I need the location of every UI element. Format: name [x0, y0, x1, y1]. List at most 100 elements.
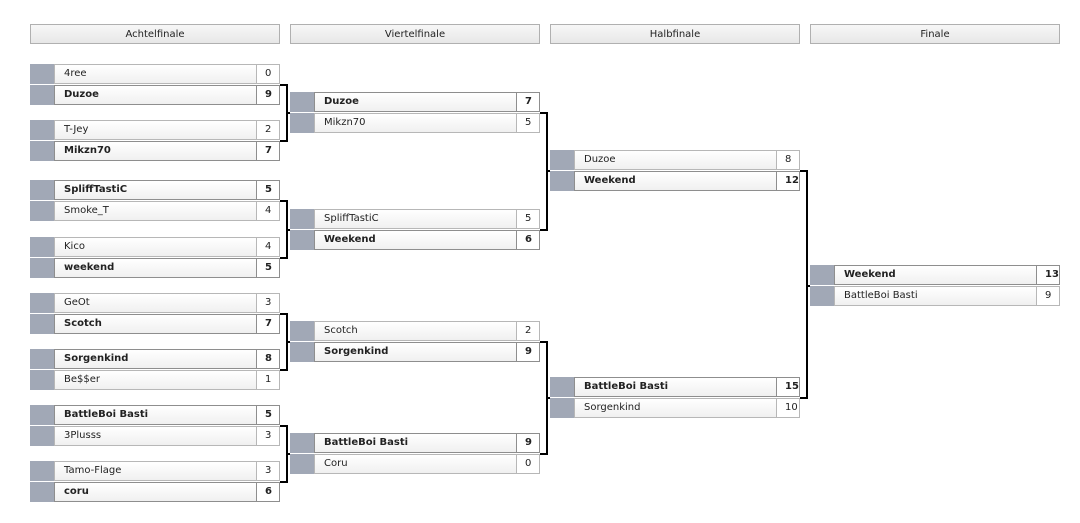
team-score: 5: [516, 113, 540, 133]
team-name: Duzoe: [574, 150, 776, 170]
bracket-connector: [280, 481, 288, 483]
team-score: 1: [256, 370, 280, 390]
team-score: 7: [516, 92, 540, 112]
team-score: 5: [516, 209, 540, 229]
team-name: BattleBoi Basti: [834, 286, 1036, 306]
seed-box: [290, 342, 314, 362]
seed-box: [30, 349, 54, 369]
seed-box: [290, 92, 314, 112]
team-score: 0: [256, 64, 280, 84]
seed-box: [550, 398, 574, 418]
bracket-connector: [546, 397, 550, 399]
team-name: 3Plusss: [54, 426, 256, 446]
team-score: 5: [256, 258, 280, 278]
round-header: Achtelfinale: [30, 24, 280, 44]
team-name: GeOt: [54, 293, 256, 313]
team-score: 9: [516, 342, 540, 362]
bracket-connector: [280, 425, 288, 427]
bracket-connector: [286, 229, 290, 231]
bracket-connector: [800, 397, 808, 399]
seed-box: [30, 201, 54, 221]
seed-box: [30, 426, 54, 446]
team-score: 5: [256, 180, 280, 200]
seed-box: [30, 370, 54, 390]
seed-box: [30, 482, 54, 502]
team-score: 12: [776, 171, 800, 191]
team-score: 7: [256, 141, 280, 161]
seed-box: [290, 113, 314, 133]
bracket-connector: [800, 170, 808, 172]
seed-box: [290, 454, 314, 474]
bracket-connector: [280, 257, 288, 259]
team-name: Scotch: [54, 314, 256, 334]
round-header: Viertelfinale: [290, 24, 540, 44]
seed-box: [550, 150, 574, 170]
team-score: 7: [256, 314, 280, 334]
seed-box: [550, 171, 574, 191]
seed-box: [30, 405, 54, 425]
seed-box: [810, 265, 834, 285]
team-name: Coru: [314, 454, 516, 474]
team-score: 9: [516, 433, 540, 453]
team-score: 5: [256, 405, 280, 425]
bracket-connector: [540, 112, 548, 114]
team-name: SpliffTastiC: [54, 180, 256, 200]
team-score: 6: [516, 230, 540, 250]
team-name: SpliffTastiC: [314, 209, 516, 229]
team-score: 13: [1036, 265, 1060, 285]
seed-box: [30, 64, 54, 84]
team-name: Scotch: [314, 321, 516, 341]
team-name: coru: [54, 482, 256, 502]
team-score: 9: [256, 85, 280, 105]
seed-box: [30, 180, 54, 200]
seed-box: [810, 286, 834, 306]
seed-box: [30, 120, 54, 140]
seed-box: [290, 209, 314, 229]
team-score: 15: [776, 377, 800, 397]
bracket-connector: [280, 369, 288, 371]
team-score: 8: [256, 349, 280, 369]
round-header: Halbfinale: [550, 24, 800, 44]
bracket-connector: [540, 229, 548, 231]
team-name: Sorgenkind: [574, 398, 776, 418]
team-name: BattleBoi Basti: [314, 433, 516, 453]
team-name: Weekend: [834, 265, 1036, 285]
bracket-connector: [280, 200, 288, 202]
seed-box: [30, 461, 54, 481]
bracket-connector: [806, 285, 810, 287]
team-name: Sorgenkind: [54, 349, 256, 369]
team-name: Be$$er: [54, 370, 256, 390]
team-score: 3: [256, 461, 280, 481]
seed-box: [290, 433, 314, 453]
